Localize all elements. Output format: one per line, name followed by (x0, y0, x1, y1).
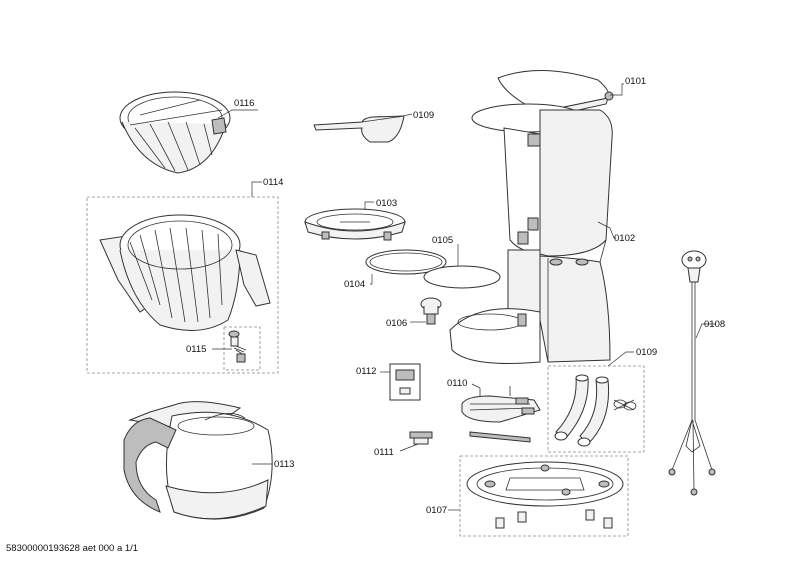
label-0110: 0110 (447, 378, 467, 389)
leader-0116 (217, 109, 258, 119)
label-0106: 0106 (386, 318, 407, 329)
leader-0109-hoses (607, 351, 634, 367)
part-0110-heating-element (461, 386, 541, 443)
label-0112: 0112 (356, 366, 376, 377)
leader-0104 (370, 274, 373, 285)
group-box-0114 (86, 196, 279, 374)
part-0112-switch (389, 363, 421, 401)
part-0106-knob (420, 297, 442, 325)
label-0101: 0101 (625, 76, 646, 87)
part-0109-measuring-spoon (313, 115, 405, 143)
part-0103-filter-ring (304, 208, 406, 241)
leader-0102 (597, 221, 616, 239)
label-0116: 0116 (234, 98, 254, 109)
part-0116-filter-basket (119, 91, 231, 174)
part-0114-filter-holder (99, 214, 271, 331)
leader-0110 (471, 383, 481, 389)
part-0113-carafe (123, 401, 273, 520)
leader-0109-spoon (397, 113, 413, 118)
leader-0103 (364, 201, 374, 210)
leader-0111 (399, 443, 419, 452)
group-box-0109-hoses (547, 365, 645, 453)
label-0105: 0105 (432, 235, 453, 246)
label-0104: 0104 (344, 279, 365, 290)
leader-0101 (610, 83, 624, 96)
label-0102: 0102 (614, 233, 635, 244)
part-0115-drip-valve (228, 330, 247, 363)
part-0108-power-cord (668, 250, 716, 496)
part-0111-thermostat (409, 431, 433, 445)
label-0109-hoses: 0109 (636, 347, 657, 358)
label-0109-spoon: 0109 (413, 110, 434, 121)
part-0105-warming-plate (423, 265, 501, 289)
label-0113: 0113 (274, 459, 294, 470)
label-0111: 0111 (374, 447, 394, 458)
leader-0114 (251, 181, 262, 197)
label-0115: 0115 (186, 344, 206, 355)
drawing-id: 58300000193628 aet 000 a 1/1 (6, 543, 139, 554)
group-box-0107 (459, 455, 629, 537)
label-0103: 0103 (376, 198, 397, 209)
part-0102-housing (449, 103, 613, 364)
leader-0108 (695, 323, 716, 339)
label-0108: 0108 (704, 319, 725, 330)
part-0109-water-hoses (554, 374, 637, 447)
label-0114: 0114 (263, 177, 283, 188)
label-0107: 0107 (426, 505, 447, 516)
part-0104-seal-ring (365, 249, 447, 275)
part-0107-base-plate (466, 461, 624, 529)
